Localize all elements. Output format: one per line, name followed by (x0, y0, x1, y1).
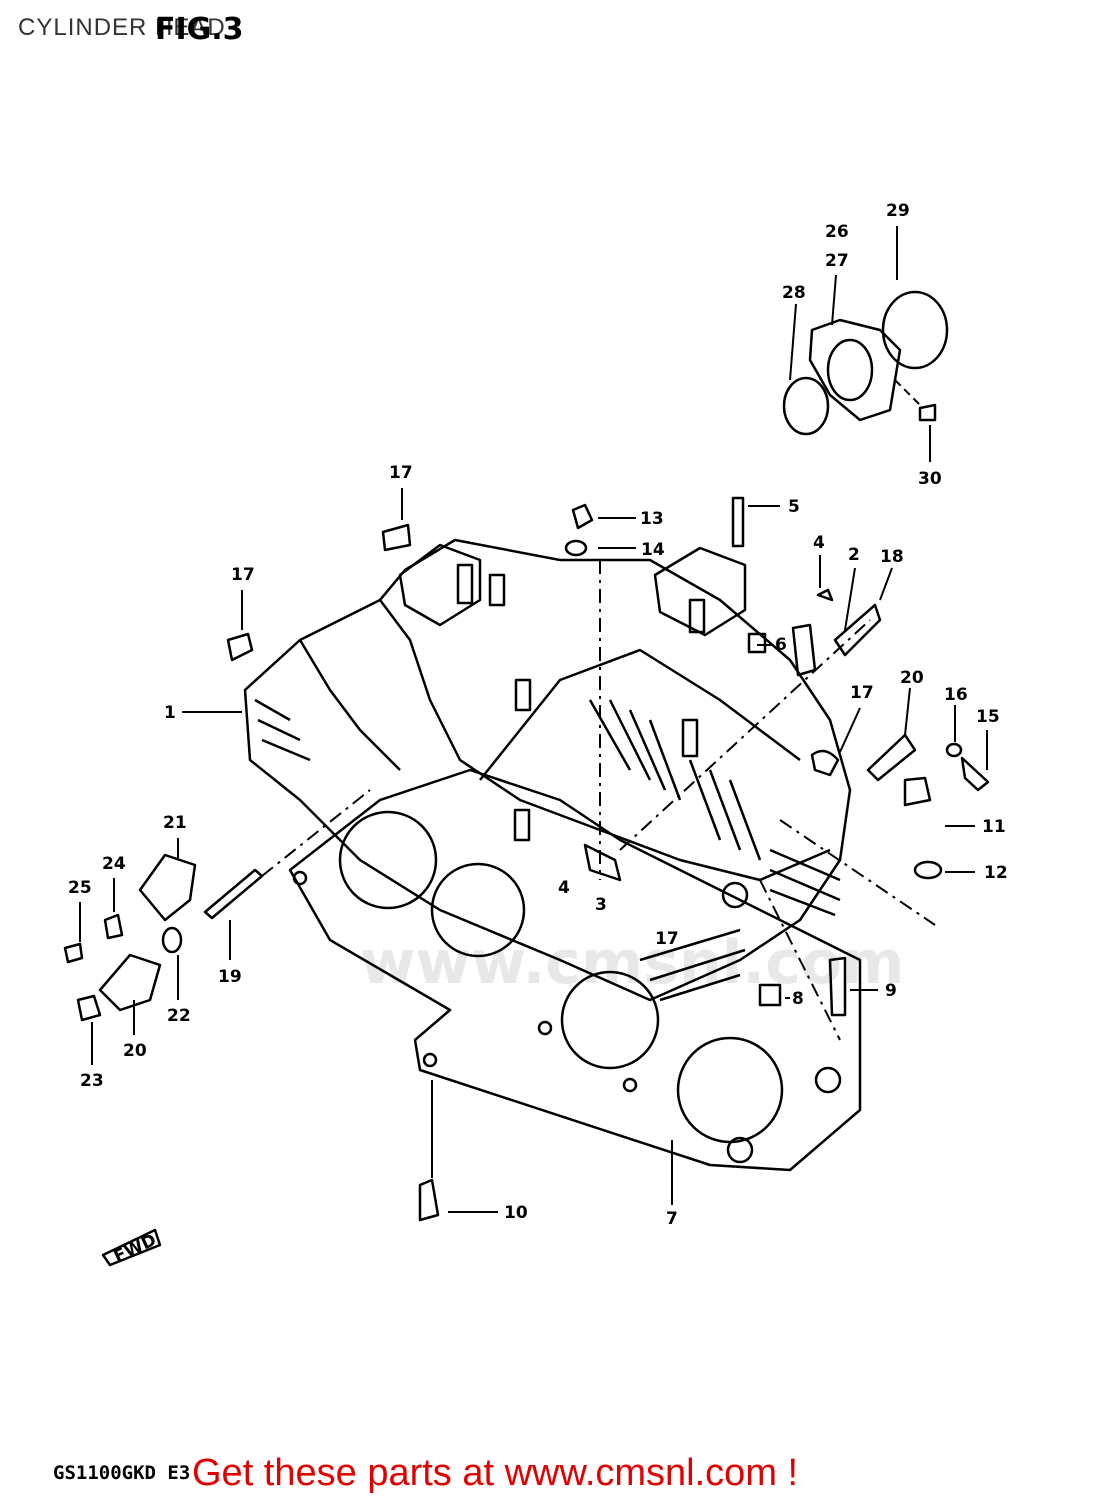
fwd-arrow-label: FWD (111, 1230, 160, 1267)
callout-1: 1 (164, 703, 176, 723)
leader-lines (79, 226, 988, 1213)
figure-number: FIG.3 (155, 12, 244, 47)
callout-3: 3 (595, 895, 607, 915)
diagram-title: CYLINDER HEAD (18, 14, 226, 41)
promo-link[interactable]: Get these parts at www.cmsnl.com ! (192, 1452, 799, 1494)
callout-18: 18 (880, 547, 904, 567)
callout-7: 7 (666, 1209, 678, 1229)
callout-29: 29 (886, 201, 910, 221)
callout-2: 2 (848, 545, 860, 565)
callout-24: 24 (102, 854, 126, 874)
model-code: GS1100GKD E3 (53, 1462, 191, 1484)
callout-9: 9 (885, 981, 897, 1001)
callout-30: 30 (918, 469, 942, 489)
callout-21: 21 (163, 813, 187, 833)
callout-17-left: 17 (231, 565, 255, 585)
callout-28: 28 (782, 283, 806, 303)
callout-numbers: 1 2 3 4 4 5 6 7 8 9 10 11 12 13 14 15 16… (68, 201, 1008, 1267)
callout-23: 23 (80, 1071, 104, 1091)
callout-17-top: 17 (389, 463, 413, 483)
callout-19: 19 (218, 967, 242, 987)
callout-26: 26 (825, 222, 849, 242)
callout-5: 5 (788, 497, 800, 517)
callout-4-lower: 4 (558, 878, 570, 898)
callout-10: 10 (504, 1203, 528, 1223)
callout-15: 15 (976, 707, 1000, 727)
callout-12: 12 (984, 863, 1008, 883)
callout-14: 14 (641, 540, 665, 560)
callout-20-right: 20 (900, 668, 924, 688)
callout-22: 22 (167, 1006, 191, 1026)
callout-16: 16 (944, 685, 968, 705)
callout-25: 25 (68, 878, 92, 898)
cylinder-head-drawing (63, 290, 990, 1267)
callout-13: 13 (640, 509, 664, 529)
callout-17-right: 17 (850, 683, 874, 703)
callout-27: 27 (825, 251, 849, 271)
callout-6: 6 (775, 635, 787, 655)
callout-8: 8 (792, 989, 804, 1009)
callout-11: 11 (982, 817, 1006, 837)
callout-20-left: 20 (123, 1041, 147, 1061)
callout-17-lower: 17 (655, 929, 679, 949)
callout-4-upper: 4 (813, 533, 825, 553)
